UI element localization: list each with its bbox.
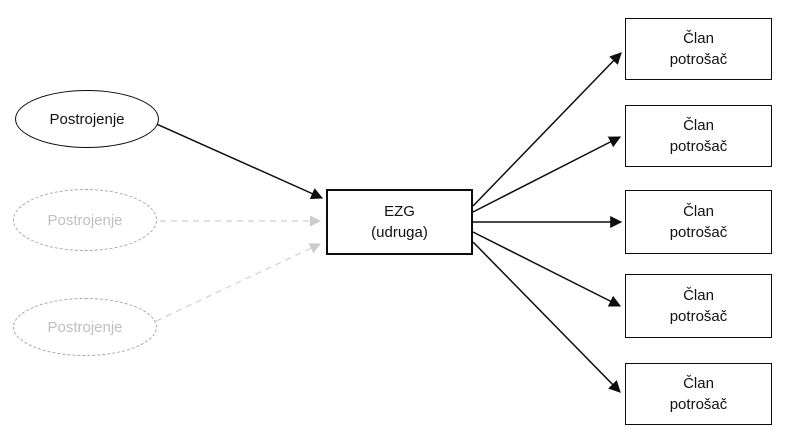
member-node-3: Član potrošač [625,190,772,254]
plant-node-label: Postrojenje [47,318,123,336]
member-label-line2: potrošač [669,224,728,241]
plant-node-inactive-1: Postrojenje [13,189,157,251]
member-label-line1: Član [683,30,714,47]
edge-hub-to-member1 [472,52,622,207]
member-node-4: Član potrošač [625,274,772,338]
edge-plant3-to-hub [155,243,322,322]
ezg-hub-label-line1: EZG [384,203,415,220]
edge-hub-to-member4 [472,231,622,307]
plant-node-active: Postrojenje [15,90,159,148]
member-label-line2: potrošač [669,138,728,155]
member-node-2: Član potrošač [625,105,772,167]
ezg-hub-node: EZG (udruga) [326,189,473,255]
edge-hub-to-member2 [472,136,622,213]
member-label-line2: potrošač [669,51,728,68]
member-node-5: Član potrošač [625,363,772,425]
ezg-hub-label-line2: (udruga) [371,224,428,241]
member-label-line1: Član [683,117,714,134]
member-label-line2: potrošač [669,308,728,325]
member-label-line1: Član [683,375,714,392]
plant-node-label: Postrojenje [49,110,125,128]
member-label-line1: Član [683,287,714,304]
plant-node-label: Postrojenje [47,211,123,229]
member-label-line1: Član [683,203,714,220]
plant-node-inactive-2: Postrojenje [13,298,157,356]
edge-plant1-to-hub [151,121,324,200]
member-node-1: Član potrošač [625,18,772,80]
edge-hub-to-member5 [472,241,621,393]
member-label-line2: potrošač [669,396,728,413]
